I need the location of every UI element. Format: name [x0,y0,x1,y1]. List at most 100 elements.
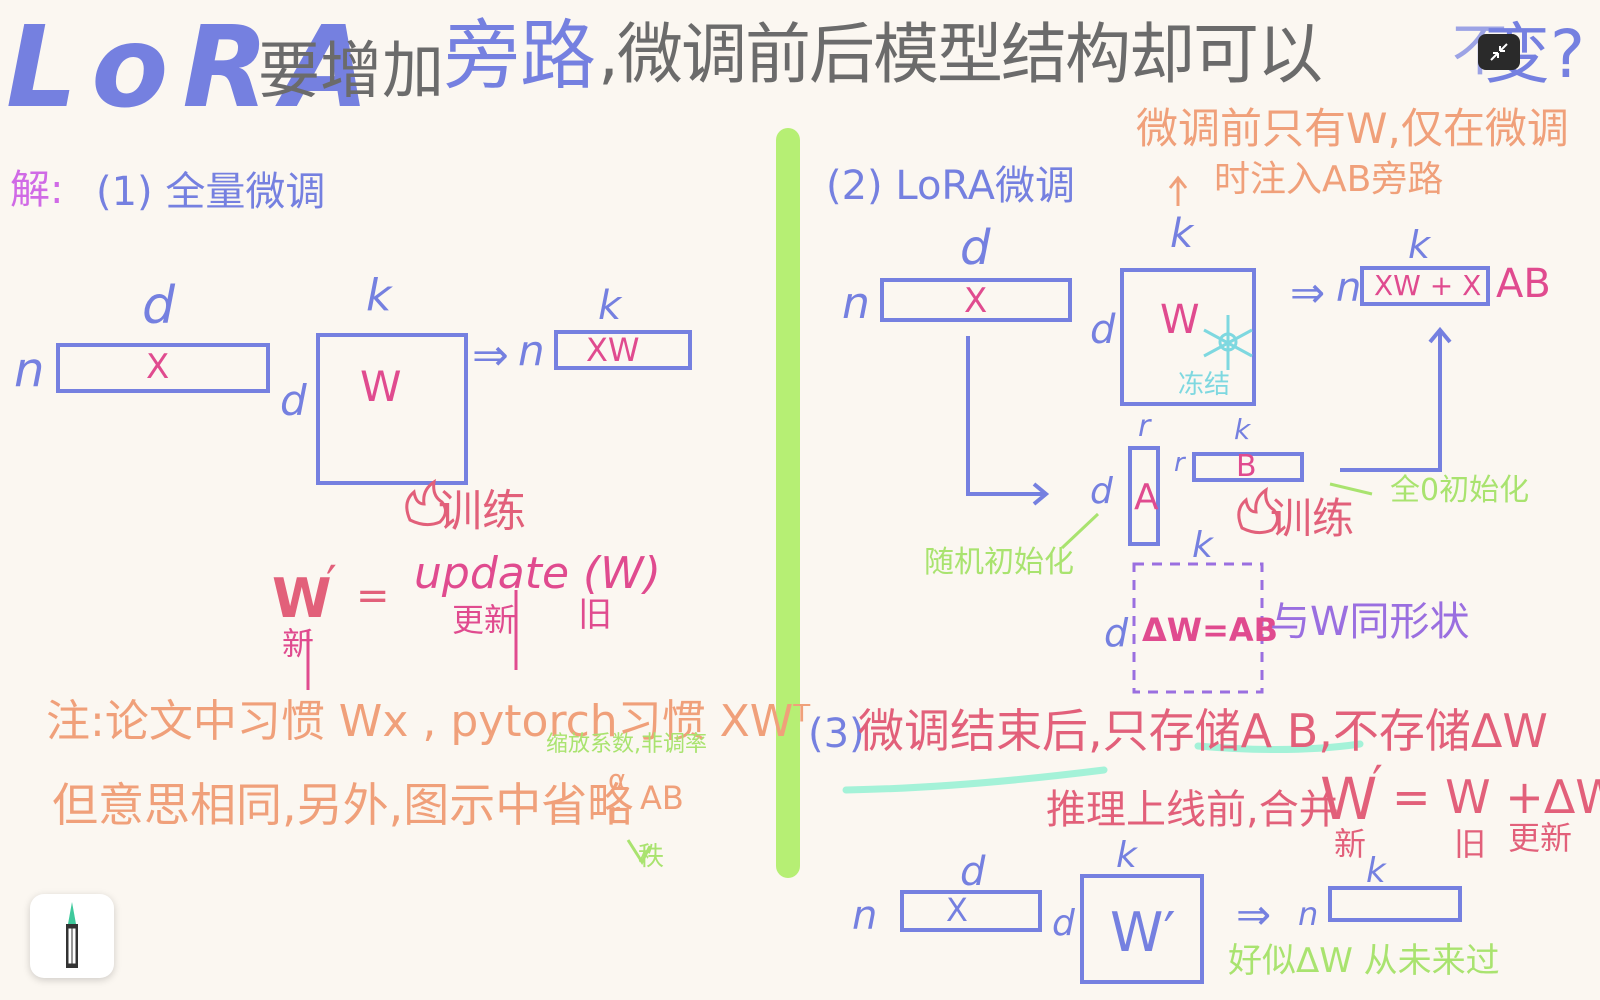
left-w-label: W [360,362,402,411]
note-line1: 注:论文中习惯 Wx , pytorch习惯 XWᵀ [46,696,811,747]
b-label: B [1236,449,1257,484]
left-arrow: ⇒ [472,330,509,381]
exit-fullscreen-button[interactable] [1478,34,1520,70]
title-yao-zengjia: 要增加 [258,34,445,107]
section3-text: 微调结束后,只存储A B,不存储ΔW [858,704,1548,758]
right-dim-n: n [842,278,870,329]
right-output-matrix [1360,266,1490,306]
r-above-a: r [1138,409,1151,444]
bottom-note: 好似ΔW 从未来过 [1228,941,1500,981]
a-label: A [1134,477,1159,518]
frozen-label: 冻结 [1178,370,1231,400]
pen-tool-button[interactable] [30,894,114,978]
left-n2: n [518,326,545,375]
formula-update-cn: 更新 [452,601,517,639]
a-matrix [1128,446,1160,546]
d-left-dw: d [1104,611,1129,655]
right-w-label: W [1160,297,1200,343]
note-up-arrow [1168,175,1188,206]
left-dim-k: k [366,270,392,321]
left-dim-d: d [142,276,176,336]
bottom-d2: d [1052,903,1075,944]
highlight-stroke-2 [1194,740,1364,754]
section2-heading: (2) LoRA微调 [826,163,1075,209]
right-train-label: 训练 [1270,494,1355,543]
left-d-side: d [280,376,307,425]
merge-new: 新 [1334,825,1367,863]
bottom-wprime: W′ [1110,901,1176,964]
top-note-line1: 微调前只有W,仅在微调 [1136,104,1569,153]
section3-num: (3) [808,711,865,757]
r-left-b: r [1174,448,1185,478]
right-d-w: d [1090,307,1116,353]
random-init-arrow [1060,512,1100,550]
left-k2: k [598,283,622,329]
formula-update: update (W) [414,548,661,599]
highlight-stroke-1 [842,766,1108,794]
scale-note: 缩放系数,非调率 [546,732,707,757]
r-label: r [610,798,620,826]
top-note-line2: 时注入AB旁路 [1214,159,1444,200]
k-above-dw: k [1192,525,1213,566]
zero-init-arrow [1329,482,1373,496]
formula-prime: ′ [326,556,337,612]
right-dim-k: k [1170,211,1194,257]
formula-eq: = [356,573,390,619]
right-x-label: X [964,281,988,321]
rank-arrow [626,839,652,866]
same-shape-label: 与W同形状 [1270,599,1470,645]
b-matrix [1192,452,1304,482]
title-mid: ,微调前后模型结构却可以 [598,16,1323,93]
dw-formula: ΔW=AB [1142,611,1279,649]
delta-w-matrix [1132,562,1264,694]
right-dim-d: d [960,220,991,276]
right-arrow: ⇒ [1290,268,1326,317]
merge-note: 推理上线前,合并 [1046,787,1339,833]
rank-label: 秩 [638,842,665,872]
note-line2: 但意思相同,另外,图示中省略 [52,778,634,832]
right-n-out: n [1336,265,1362,311]
bottom-output-matrix [1328,886,1462,922]
output-ab: AB [1496,261,1551,307]
merge-update: 更新 [1508,819,1573,857]
bottom-n2: n [1298,895,1319,933]
bottom-k2: k [1366,851,1386,891]
title-panglu: 旁路 [444,11,596,100]
title-lora: LoRA [6,3,384,133]
section1-heading: (1) 全量微调 [96,169,326,215]
bottom-x: X [946,891,968,929]
output-formula: XW + X [1374,269,1482,302]
left-dim-n: n [14,342,45,398]
right-x-matrix [880,278,1072,322]
left-xw-label: XW [586,331,640,369]
x-to-a-arrow [966,336,1050,506]
formula-w: W [272,567,332,630]
bottom-arrow: ⇒ [1236,890,1272,939]
collapse-icon [1490,43,1508,61]
d-left-a: d [1090,471,1113,512]
merge-w: W [1320,765,1378,833]
merge-old: 旧 [1454,825,1487,863]
left-x-matrix [56,343,270,393]
merge-eq: = W +ΔW [1392,770,1600,824]
formula-old: 旧 [578,595,612,635]
pen-icon [66,902,78,968]
random-init-label: 随机初始化 [924,545,1074,580]
right-k-out: k [1408,223,1431,267]
zero-init-label: 全0初始化 [1390,473,1530,508]
center-divider [776,128,800,878]
left-train-label: 训练 [438,486,526,537]
left-flame-icon [405,478,447,527]
bottom-k: k [1116,835,1137,876]
merge-prime: ′ [1372,756,1383,812]
bottom-n: n [852,893,878,939]
bottom-wprime-matrix [1080,874,1204,984]
snowflake-icon [1203,315,1253,370]
bottom-d: d [960,849,986,895]
left-w-matrix [316,333,468,485]
right-flame-icon [1237,486,1279,535]
right-w-matrix [1120,268,1256,406]
k-above-b: k [1234,413,1251,446]
ab-label: AB [640,779,684,817]
